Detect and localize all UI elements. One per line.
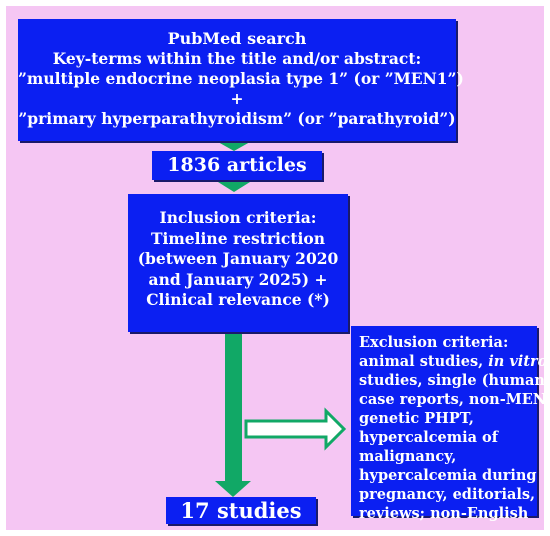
- exclusion-line-1: Exclusion criteria:: [359, 334, 509, 351]
- arrow-2-shape: [218, 179, 250, 192]
- search-keyterms: Key-terms within the title and/or abstra…: [52, 49, 422, 68]
- arrow-to-exclusion-shape: [244, 407, 347, 451]
- exclusion-line-2: animal studies, in vitro: [359, 353, 548, 370]
- search-term-1: ”multiple endocrine neoplasia type 1” (o…: [18, 69, 464, 88]
- inclusion-line-2: Timeline restriction: [150, 228, 326, 248]
- search-plus: +: [230, 89, 244, 108]
- studies-count: 17 studies: [180, 498, 302, 523]
- exclusion-line-4: case reports, non-MEN1: [359, 391, 550, 408]
- exclusion-line-5: genetic PHPT,: [359, 410, 474, 427]
- exclusion-line-9: pregnancy, editorials,: [359, 486, 536, 503]
- flowchart-canvas: PubMed search Key-terms within the title…: [6, 6, 550, 530]
- articles-count: 1836 articles: [167, 154, 307, 176]
- search-title: PubMed search: [167, 29, 307, 48]
- exclusion-line-7: malignancy,: [359, 448, 457, 465]
- arrow-3-shape: [215, 333, 251, 497]
- inclusion-line-5: Clinical relevance (*): [146, 290, 330, 309]
- inclusion-line-1: Inclusion criteria:: [159, 208, 317, 227]
- exclusion-line-10: reviews; non-English: [359, 505, 529, 522]
- search-box: PubMed search Key-terms within the title…: [18, 19, 464, 141]
- inclusion-box: Inclusion criteria: Timeline restriction…: [128, 194, 348, 332]
- studies-box: 17 studies: [166, 497, 316, 524]
- exclusion-box: Exclusion criteria: animal studies, in v…: [351, 326, 550, 522]
- exclusion-line-8: hypercalcemia during: [359, 467, 537, 484]
- inclusion-line-3: (between January 2020: [137, 249, 339, 268]
- search-term-2: ”primary hyperparathyroidism” (or ”parat…: [18, 109, 456, 128]
- exclusion-line-3: studies, single (human): [359, 372, 550, 389]
- inclusion-line-4: and January 2025) +: [148, 269, 328, 289]
- exclusion-line-6: hypercalcemia of: [359, 429, 498, 446]
- articles-box: 1836 articles: [152, 151, 322, 180]
